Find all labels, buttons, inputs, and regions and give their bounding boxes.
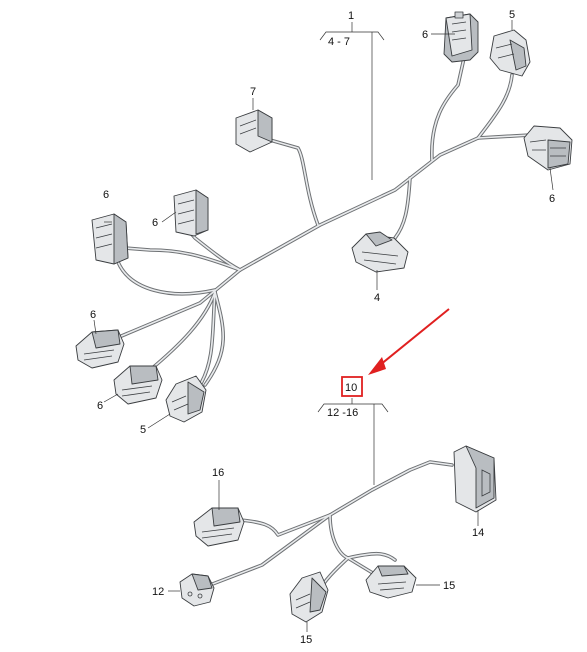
- part-label-14: 14: [472, 527, 484, 539]
- part-label-5-low: 5: [140, 424, 146, 436]
- connector-6-top: [443, 11, 479, 63]
- highlight-box: [341, 376, 363, 397]
- part-label-6-top: 6: [422, 29, 428, 41]
- connector-7: [235, 109, 273, 153]
- part-label-6-low: 6: [97, 400, 103, 412]
- upper-harness-wires: [98, 56, 532, 387]
- part-label-12: 12: [152, 586, 164, 598]
- part-label-15-bottom: 15: [300, 634, 312, 646]
- part-label-5-top: 5: [509, 9, 515, 21]
- upper-leader-lines: [93, 20, 554, 429]
- connector-6-left-b: [173, 189, 209, 237]
- lower-harness-wire-highlights: [209, 461, 453, 593]
- connector-14: [453, 445, 497, 513]
- part-label-7: 7: [250, 86, 256, 98]
- lower-leader-lines: [168, 398, 479, 632]
- connector-6-low: [113, 365, 163, 405]
- connector-15-bottom: [289, 571, 329, 623]
- part-label-6-left-b: 6: [152, 217, 158, 229]
- upper-harness-wire-highlights: [99, 57, 531, 386]
- connector-4: [351, 231, 409, 273]
- highlight-arrow-shaft: [379, 308, 450, 366]
- highlight-annotation: [341, 308, 450, 397]
- highlight-arrow-head: [368, 357, 386, 375]
- callout-assembly-1: 1: [348, 10, 354, 22]
- connector-6-right: [523, 125, 573, 171]
- callout-assembly-10: 10: [345, 382, 357, 394]
- part-label-6-mid: 6: [90, 309, 96, 321]
- connector-16: [193, 507, 245, 547]
- part-label-6-left-a: 6: [103, 189, 109, 201]
- part-label-15-right: 15: [443, 580, 455, 592]
- connector-5-low: [165, 375, 207, 423]
- part-label-16: 16: [212, 467, 224, 479]
- connector-6-mid: [75, 329, 125, 369]
- callout-range-10: 12 -16: [327, 407, 358, 419]
- connector-15-right: [365, 565, 417, 599]
- connector-5-top: [489, 29, 531, 77]
- connector-6-left-a: [91, 213, 129, 265]
- part-label-4: 4: [374, 292, 380, 304]
- part-label-6-right: 6: [549, 193, 555, 205]
- connector-12: [179, 573, 215, 607]
- callout-range-1: 4 - 7: [328, 36, 350, 48]
